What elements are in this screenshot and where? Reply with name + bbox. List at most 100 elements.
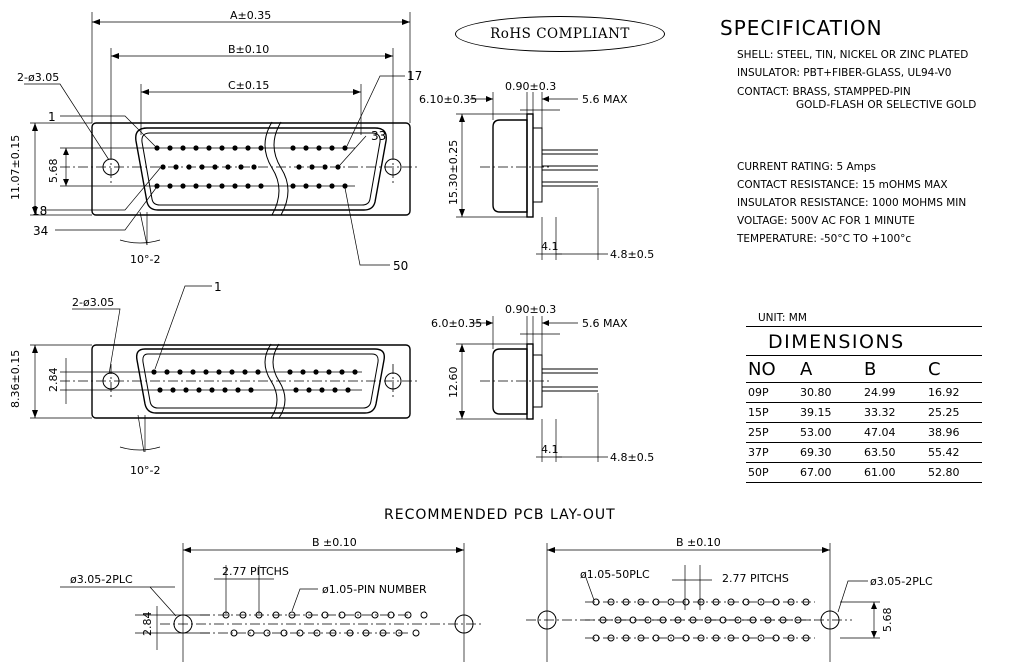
cell-c: 25.25 — [927, 402, 982, 423]
bottom-side-flange: 0.90±0.3 — [505, 303, 556, 316]
table-row: 37P 69.30 63.50 55.42 — [746, 442, 982, 463]
cell-b: 33.32 — [863, 402, 927, 423]
cell-no: 50P — [746, 462, 799, 483]
cell-c: 38.96 — [927, 422, 982, 443]
cell-a: 67.00 — [799, 462, 863, 483]
top-d-sub-outer — [135, 127, 387, 211]
top-side-view — [456, 92, 608, 260]
top-side-flange: 0.90±0.3 — [505, 80, 556, 93]
top-shell-outline — [91, 122, 411, 216]
top-pin-17-label: 17 — [407, 69, 422, 83]
top-hole-label: 2-ø3.05 — [17, 71, 59, 84]
top-pin-34-label: 34 — [33, 224, 48, 238]
dimensions-unit: UNIT: MM — [746, 311, 982, 327]
spec-insulator: INSULATOR: PBT+FIBER-GLASS, UL94-V0 — [737, 67, 952, 79]
dimensions-table-block: UNIT: MM DIMENSIONS NO A B C 09P 30.80 2… — [746, 311, 982, 483]
pcb-right-hole-label: ø3.05-2PLC — [870, 575, 933, 588]
cell-c: 55.42 — [927, 442, 982, 463]
cell-b: 63.50 — [863, 442, 927, 463]
table-row: 50P 67.00 61.00 52.80 — [746, 462, 982, 483]
top-front-view — [24, 12, 418, 266]
top-side-height: 15.30±0.25 — [447, 140, 460, 205]
pcb-left-hole-label: ø3.05-2PLC — [70, 573, 133, 586]
pcb-left-row-label: 2.84 — [141, 612, 154, 637]
table-row: 15P 39.15 33.32 25.25 — [746, 402, 982, 423]
dimensions-table: NO A B C 09P 30.80 24.99 16.92 15P 39.15… — [746, 355, 982, 483]
specification-block: SPECIFICATION SHELL: STEEL, TIN, NICKEL … — [720, 16, 1020, 248]
top-side-depth: 6.10±0.35 — [419, 93, 477, 106]
cell-c: 16.92 — [927, 382, 982, 403]
cell-no: 25P — [746, 422, 799, 443]
pcb-left-pin-label: ø1.05-PIN NUMBER — [322, 583, 427, 596]
top-pin-18-label: 18 — [32, 204, 47, 218]
dimensions-title: DIMENSIONS — [768, 331, 905, 353]
pcb-left-layout — [60, 543, 482, 662]
top-side-d48: 4.8±0.5 — [610, 248, 654, 261]
cell-b: 47.04 — [863, 422, 927, 443]
cell-b: 61.00 — [863, 462, 927, 483]
cell-no: 09P — [746, 382, 799, 403]
cell-b: 24.99 — [863, 382, 927, 403]
top-pin-33-label: 33 — [371, 129, 386, 143]
spec-contact-resistance: CONTACT RESISTANCE: 15 mOHMS MAX — [737, 179, 948, 191]
pcb-layout-title: RECOMMENDED PCB LAY-OUT — [384, 507, 616, 523]
bottom-front-view — [30, 285, 418, 453]
bottom-side-d41: 4.1 — [541, 443, 559, 456]
header-a: A — [799, 355, 863, 383]
top-break-line-1 — [264, 121, 280, 216]
header-b: B — [863, 355, 927, 383]
cell-no: 15P — [746, 402, 799, 423]
bottom-angle-label: 10°-2 — [130, 464, 160, 477]
pcb-right-layout — [526, 543, 880, 662]
cell-a: 69.30 — [799, 442, 863, 463]
bottom-side-height: 12.60 — [447, 367, 460, 399]
bottom-side-view — [456, 316, 608, 462]
spec-voltage: VOLTAGE: 500V AC FOR 1 MINUTE — [737, 215, 915, 227]
bottom-row-pitch-label: 2.84 — [47, 368, 60, 393]
pcb-right-pins — [592, 598, 810, 642]
pcb-right-row-label: 5.68 — [881, 608, 894, 633]
spec-insulator-resistance: INSULATOR RESISTANCE: 1000 MOHMS MIN — [737, 197, 967, 209]
top-pin-50-label: 50 — [393, 259, 408, 273]
table-row: 25P 53.00 47.04 38.96 — [746, 422, 982, 443]
header-no: NO — [746, 355, 799, 383]
specification-title: SPECIFICATION — [720, 16, 883, 40]
bottom-side-d48: 4.8±0.5 — [610, 451, 654, 464]
cell-a: 53.00 — [799, 422, 863, 443]
table-row: 09P 30.80 24.99 16.92 — [746, 382, 982, 403]
top-pin-1-label: 1 — [48, 110, 56, 124]
pcb-left-pitch-label: 2.77 PITCHS — [222, 565, 289, 578]
cell-a: 39.15 — [799, 402, 863, 423]
top-dim-a: A±0.35 — [230, 9, 271, 22]
header-c: C — [927, 355, 982, 383]
bottom-hole-label: 2-ø3.05 — [72, 296, 114, 309]
spec-shell: SHELL: STEEL, TIN, NICKEL OR ZINC PLATED — [737, 49, 969, 61]
top-side-d41: 4.1 — [541, 240, 559, 253]
pcb-right-b-label: B ±0.10 — [676, 536, 721, 549]
spec-contact-1: CONTACT: BRASS, STAMPPED-PIN — [737, 86, 911, 98]
top-dim-c: C±0.15 — [228, 79, 269, 92]
pcb-right-pin-label: ø1.05-50PLC — [580, 568, 650, 581]
bottom-side-max: 5.6 MAX — [582, 317, 628, 330]
rohs-compliant-badge: RoHS COMPLIANT — [455, 16, 665, 52]
spec-temperature: TEMPERATURE: -50°C TO +100°c — [737, 233, 912, 245]
top-break-line-2 — [273, 121, 289, 216]
top-dim-b: B±0.10 — [228, 43, 269, 56]
bottom-pin-1-label: 1 — [214, 280, 222, 294]
top-angle-label: 10°-2 — [130, 253, 160, 266]
spec-contact-2: GOLD-FLASH OR SELECTIVE GOLD — [796, 99, 977, 111]
cell-no: 37P — [746, 442, 799, 463]
spec-current: CURRENT RATING: 5 Amps — [737, 161, 877, 173]
bottom-side-depth: 6.0±0.35 — [431, 317, 482, 330]
bottom-height-label: 8.36±0.15 — [9, 350, 22, 408]
pcb-right-pitch-label: 2.77 PITCHS — [722, 572, 789, 585]
top-pin-row-2 — [160, 164, 341, 170]
top-d-sub-inner — [141, 132, 381, 206]
cell-a: 30.80 — [799, 382, 863, 403]
cell-c: 52.80 — [927, 462, 982, 483]
dimensions-header-row: NO A B C — [746, 355, 982, 383]
top-side-max: 5.6 MAX — [582, 93, 628, 106]
top-row-pitch-label: 5.68 — [47, 159, 60, 184]
pcb-left-pins — [222, 611, 428, 637]
